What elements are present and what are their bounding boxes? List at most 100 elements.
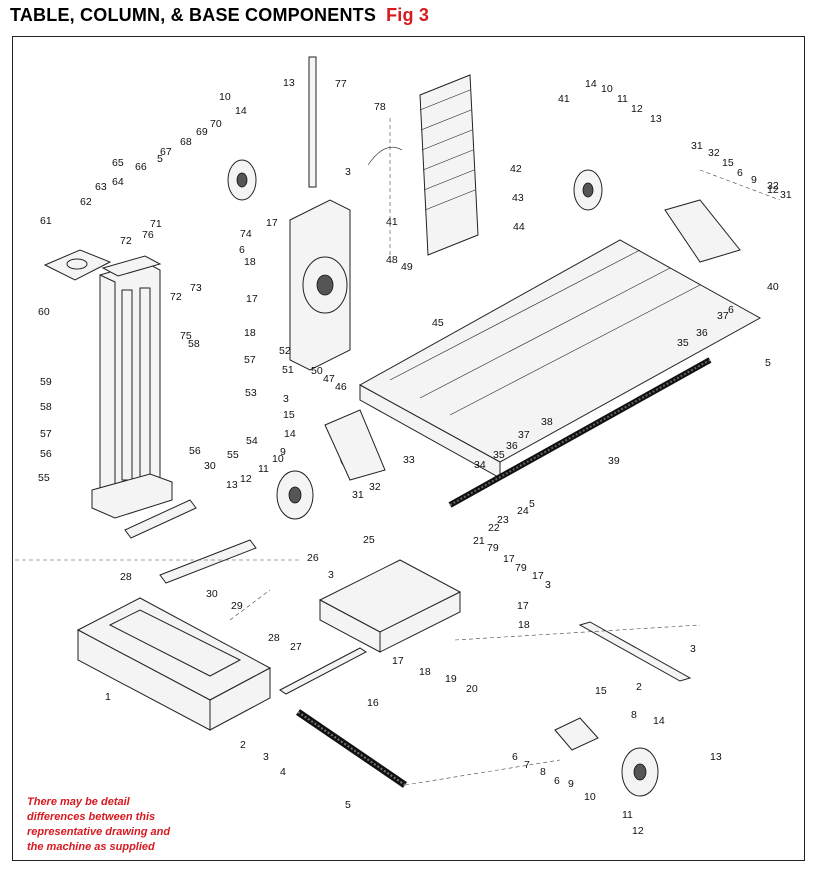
callout-number: 34: [474, 459, 486, 471]
callout-number: 18: [518, 619, 530, 631]
callout-number: 21: [473, 535, 485, 547]
callout-number: 53: [245, 387, 257, 399]
callout-number: 4: [280, 766, 286, 778]
worktable: [358, 239, 762, 479]
title-text: TABLE, COLUMN, & BASE COMPONENTS: [10, 5, 377, 25]
callout-number: 33: [403, 454, 415, 466]
callout-number: 16: [367, 697, 379, 709]
disclaimer-note: There may be detail differences between …: [27, 795, 217, 855]
callout-number: 62: [80, 196, 92, 208]
callout-number: 17: [503, 553, 515, 565]
callout-number: 74: [240, 228, 252, 240]
callout-number: 57: [40, 428, 52, 440]
callout-number: 37: [518, 429, 530, 441]
callout-number: 77: [335, 78, 347, 90]
callout-number: 31: [352, 489, 364, 501]
callout-number: 59: [40, 376, 52, 388]
callout-number: 12: [240, 473, 252, 485]
callout-number: 18: [244, 327, 256, 339]
callout-number: 70: [210, 118, 222, 130]
callout-number: 3: [345, 166, 351, 178]
saddle: [318, 559, 462, 653]
callout-number: 76: [142, 229, 154, 241]
callout-number: 23: [497, 514, 509, 526]
callout-number: 58: [40, 401, 52, 413]
handwheel-upper-left: [227, 159, 257, 201]
callout-number: 15: [595, 685, 607, 697]
callout-number: 36: [506, 440, 518, 452]
callout-number: 3: [545, 579, 551, 591]
callout-number: 72: [120, 235, 132, 247]
page-title: TABLE, COLUMN, & BASE COMPONENTS Fig 3: [10, 5, 429, 26]
callout-number: 64: [112, 176, 124, 188]
callout-number: 39: [608, 455, 620, 467]
callout-number: 79: [487, 542, 499, 554]
callout-number: 48: [386, 254, 398, 266]
callout-number: 19: [445, 673, 457, 685]
callout-number: 35: [493, 449, 505, 461]
callout-number: 51: [282, 364, 294, 376]
callout-number: 60: [38, 306, 50, 318]
callout-number: 73: [190, 282, 202, 294]
callout-number: 45: [432, 317, 444, 329]
end-bracket-right: [664, 199, 741, 263]
callout-number: 2: [636, 681, 642, 693]
callout-number: 32: [369, 481, 381, 493]
callout-number: 61: [40, 215, 52, 227]
leader-lines: [15, 118, 781, 786]
callout-number: 14: [653, 715, 665, 727]
callout-number: 15: [722, 157, 734, 169]
callout-number: 8: [540, 766, 546, 778]
callout-number: 41: [558, 93, 570, 105]
handwheel-lower-right: [621, 747, 659, 797]
callout-number: 17: [392, 655, 404, 667]
callout-number: 41: [386, 216, 398, 228]
callout-number: 25: [363, 534, 375, 546]
end-bracket-center: [324, 409, 386, 481]
gib-strip-lower: [279, 647, 367, 695]
callout-number: 54: [246, 435, 258, 447]
wiper-plate-lower: [159, 539, 257, 584]
callout-number: 9: [280, 446, 286, 458]
callout-number: 68: [180, 136, 192, 148]
callout-number: 30: [206, 588, 218, 600]
callout-number: 58: [188, 338, 200, 350]
callout-number: 1: [105, 691, 111, 703]
callout-number: 9: [751, 174, 757, 186]
callout-number: 10: [601, 83, 613, 95]
callout-number: 65: [112, 157, 124, 169]
rod: [308, 56, 317, 188]
callout-number: 9: [568, 778, 574, 790]
callout-number: 14: [585, 78, 597, 90]
gib-strip: [578, 621, 692, 682]
column: [91, 255, 173, 519]
callout-number: 10: [272, 453, 284, 465]
callout-number: 5: [765, 357, 771, 369]
note-line: the machine as supplied: [27, 841, 155, 853]
callout-number: 31: [691, 140, 703, 152]
callout-number: 30: [204, 460, 216, 472]
callout-number: 24: [517, 505, 529, 517]
callout-number: 12: [632, 825, 644, 837]
callout-number: 5: [529, 498, 535, 510]
callout-number: 55: [38, 472, 50, 484]
callout-number: 75: [180, 330, 192, 342]
callout-number: 27: [290, 641, 302, 653]
callout-number: 18: [419, 666, 431, 678]
callout-number: 15: [283, 409, 295, 421]
callout-number: 66: [135, 161, 147, 173]
note-line: differences between this: [27, 811, 156, 823]
callout-number: 31: [780, 189, 792, 201]
figure-number: Fig 3: [386, 5, 430, 25]
callout-number: 55: [227, 449, 239, 461]
callout-number: 12: [631, 103, 643, 115]
callout-number: 46: [335, 381, 347, 393]
callout-number: 2: [240, 739, 246, 751]
callout-number: 56: [189, 445, 201, 457]
cross-leadscrew: [296, 709, 407, 788]
callout-number: 14: [284, 428, 296, 440]
callout-number: 6: [554, 775, 560, 787]
callout-number: 7: [524, 759, 530, 771]
callout-number: 12: [767, 184, 779, 196]
handwheel-left: [276, 470, 314, 520]
